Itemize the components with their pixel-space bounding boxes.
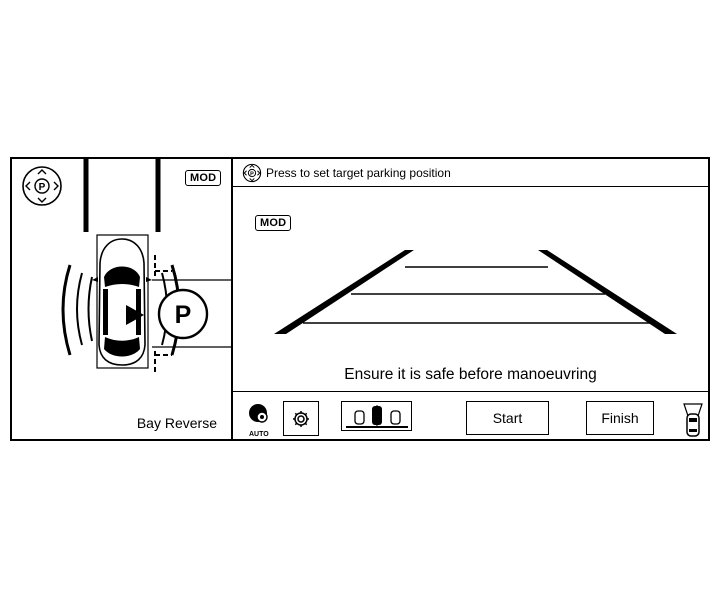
parking-target-icon bbox=[157, 288, 209, 340]
svg-text:P: P bbox=[250, 171, 254, 177]
settings-button[interactable] bbox=[283, 401, 319, 436]
auto-label: AUTO bbox=[249, 431, 269, 438]
parking-target-label: P bbox=[175, 301, 192, 329]
auto-camera-button[interactable]: AUTO bbox=[244, 400, 276, 440]
finish-button[interactable]: Finish bbox=[586, 401, 654, 435]
parking-mode-icon bbox=[345, 405, 408, 428]
toolbar: AUTO bbox=[233, 391, 708, 439]
target-bay-outline bbox=[152, 255, 231, 373]
settings-icon bbox=[293, 410, 309, 427]
mode-label: Bay Reverse bbox=[136, 415, 217, 431]
guide-lines bbox=[274, 250, 677, 334]
car-top-view-icon bbox=[92, 238, 152, 366]
start-button[interactable]: Start bbox=[466, 401, 549, 435]
hint-text: Press to set target parking position bbox=[266, 166, 451, 180]
camera-view-button[interactable] bbox=[682, 398, 704, 438]
direction-arrow-icon bbox=[126, 305, 144, 325]
overhead-view-panel: P MOD bbox=[12, 159, 233, 439]
dpad-parking-icon[interactable]: P bbox=[20, 164, 64, 208]
auto-camera-icon bbox=[249, 404, 268, 423]
guide-line-right bbox=[538, 250, 677, 334]
dpad-parking-icon: P bbox=[242, 163, 262, 183]
mod-badge: MOD bbox=[185, 170, 222, 186]
parking-assist-screen: P MOD bbox=[10, 157, 710, 441]
warning-text: Ensure it is safe before manoeuvring bbox=[344, 366, 597, 383]
camera-view-icon bbox=[683, 403, 703, 437]
sensor-arcs-left bbox=[61, 264, 93, 356]
overhead-scene: P bbox=[61, 159, 231, 373]
mod-badge: MOD bbox=[255, 215, 292, 231]
parking-mode-button[interactable] bbox=[341, 401, 412, 431]
hint-bar: P Press to set target parking position bbox=[233, 159, 708, 187]
svg-text:P: P bbox=[39, 182, 46, 193]
camera-view-panel: P Press to set target parking position M… bbox=[233, 159, 708, 439]
guide-line-left bbox=[274, 250, 414, 334]
